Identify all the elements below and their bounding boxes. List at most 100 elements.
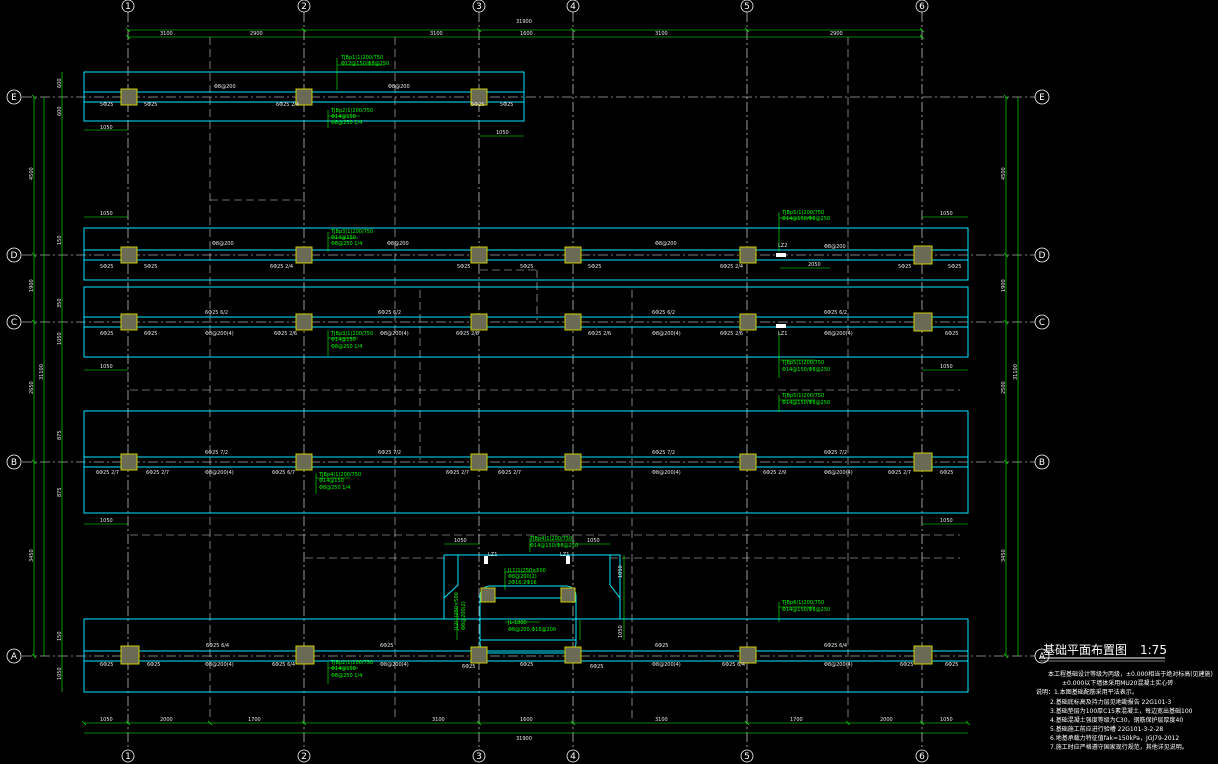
axis-label-top: 5	[744, 2, 750, 12]
column	[564, 246, 582, 264]
column	[739, 646, 757, 664]
svg-text:5Φ25: 5Φ25	[457, 264, 470, 270]
svg-text:3450: 3450	[1001, 549, 1007, 562]
note-line: 7.施工时应严格遵守国家现行规范，其他详见说明。	[1050, 743, 1188, 751]
column	[913, 645, 933, 665]
svg-text:6Φ25 2/7: 6Φ25 2/7	[498, 470, 521, 476]
markers	[484, 253, 786, 564]
svg-text:6Φ25: 6Φ25	[380, 643, 393, 649]
svg-text:1050: 1050	[940, 364, 953, 370]
columns	[120, 88, 933, 665]
svg-text:1600: 1600	[520, 31, 533, 37]
svg-text:Φ8@250 1/4: Φ8@250 1/4	[331, 241, 362, 247]
svg-text:TJBp5(1)200/750: TJBp5(1)200/750	[781, 210, 824, 216]
column	[470, 646, 488, 664]
svg-text:6Φ25 2/7: 6Φ25 2/7	[96, 470, 119, 476]
svg-text:5Φ25: 5Φ25	[471, 102, 484, 108]
svg-text:LZ1: LZ1	[488, 552, 497, 558]
svg-text:5Φ25: 5Φ25	[100, 264, 113, 270]
axis-labels: 1 2 3 4 5 6 1 2 3 4 5 6 E D C B A E D C …	[11, 2, 1046, 762]
axis-label-top: 2	[301, 2, 307, 12]
axis-label-left: C	[11, 318, 17, 328]
axis-label-top: 1	[125, 2, 131, 12]
svg-text:Φ8@200(4): Φ8@200(4)	[652, 470, 681, 476]
svg-text:6Φ25 2/6: 6Φ25 2/6	[456, 331, 479, 337]
svg-text:5Φ25: 5Φ25	[500, 102, 513, 108]
svg-text:875: 875	[57, 430, 63, 440]
axis-label-top: 6	[919, 2, 925, 12]
column	[913, 452, 933, 472]
design-notes: 本工程基础设计等级为丙级，±0.000相当于绝对标高(见建施) ±0.000以下…	[1036, 670, 1213, 751]
svg-text:6Φ25 2/7: 6Φ25 2/7	[446, 470, 469, 476]
svg-text:6Φ25: 6Φ25	[520, 662, 533, 668]
svg-text:TJBp4(1)200/750: TJBp4(1)200/750	[318, 472, 361, 478]
svg-text:6Φ25 6/4: 6Φ25 6/4	[722, 662, 745, 668]
strip-C	[83, 286, 969, 358]
svg-text:Φ14@150: Φ14@150	[331, 666, 356, 672]
svg-text:Φ8@200(4): Φ8@200(4)	[205, 662, 234, 668]
svg-text:5Φ25: 5Φ25	[948, 264, 961, 270]
svg-text:5Φ25: 5Φ25	[144, 102, 157, 108]
svg-text:Φ8@250 1/4: Φ8@250 1/4	[331, 344, 362, 350]
svg-text:4500: 4500	[29, 167, 35, 180]
svg-text:1050: 1050	[618, 565, 624, 578]
svg-text:1050: 1050	[940, 518, 953, 524]
svg-text:1050: 1050	[57, 332, 63, 345]
svg-text:Φ8@200(4): Φ8@200(4)	[205, 331, 234, 337]
svg-text:2900: 2900	[830, 31, 843, 37]
column	[295, 246, 313, 264]
svg-text:6Φ25 2/7: 6Φ25 2/7	[146, 470, 169, 476]
column	[295, 313, 313, 331]
svg-text:Φ8@200: Φ8@200	[387, 241, 409, 247]
column	[564, 453, 582, 471]
svg-text:1050: 1050	[587, 538, 600, 544]
svg-text:31900: 31900	[516, 19, 532, 25]
svg-text:Φ8@200(4): Φ8@200(4)	[380, 662, 409, 668]
dimension-lines	[31, 27, 1019, 734]
svg-text:1050: 1050	[940, 717, 953, 723]
svg-text:6Φ25: 6Φ25	[590, 664, 603, 670]
column	[470, 313, 488, 331]
svg-text:6Φ25: 6Φ25	[945, 331, 958, 337]
svg-text:Φ8@200(4): Φ8@200(4)	[380, 331, 409, 337]
svg-text:600: 600	[57, 106, 63, 116]
column	[120, 453, 138, 471]
svg-text:LZ1: LZ1	[560, 552, 569, 558]
column	[470, 246, 488, 264]
svg-text:3450: 3450	[29, 549, 35, 562]
svg-text:Φ14@150: Φ14@150	[319, 478, 344, 484]
svg-text:JL2(1)250×500: JL2(1)250×500	[454, 592, 460, 631]
svg-text:JL-1800: JL-1800	[507, 620, 527, 626]
svg-text:1050: 1050	[496, 130, 509, 136]
svg-text:2000: 2000	[880, 717, 893, 723]
svg-text:TJBp5(1)200/750: TJBp5(1)200/750	[781, 393, 824, 399]
column	[470, 88, 488, 106]
svg-text:Φ8@200: Φ8@200	[655, 241, 677, 247]
svg-text:TJBp2(1)200/750: TJBp2(1)200/750	[330, 108, 373, 114]
svg-text:Φ8@200: Φ8@200	[214, 84, 236, 90]
column	[739, 453, 757, 471]
svg-text:3100: 3100	[655, 31, 668, 37]
column	[739, 313, 757, 331]
svg-text:6Φ25 6/4: 6Φ25 6/4	[206, 643, 229, 649]
svg-text:Φ8@200(4): Φ8@200(4)	[824, 470, 853, 476]
svg-text:1050: 1050	[100, 717, 113, 723]
svg-text:6Φ25: 6Φ25	[462, 664, 475, 670]
svg-text:3100: 3100	[655, 717, 668, 723]
axis-label-bottom: 1	[125, 752, 131, 762]
svg-text:2050: 2050	[808, 262, 821, 268]
strip-E	[83, 71, 525, 122]
svg-text:Φ8@200(4): Φ8@200(4)	[205, 470, 234, 476]
svg-text:Φ14@150: Φ14@150	[331, 337, 356, 343]
svg-text:875: 875	[57, 487, 63, 497]
svg-text:1050: 1050	[100, 518, 113, 524]
svg-text:6Φ25 7/2: 6Φ25 7/2	[205, 450, 228, 456]
svg-text:3100: 3100	[432, 717, 445, 723]
svg-text:2900: 2900	[250, 31, 263, 37]
svg-text:6Φ25 2/6: 6Φ25 2/6	[720, 331, 743, 337]
svg-text:1700: 1700	[248, 717, 261, 723]
svg-text:TJBp2(1)200/750: TJBp2(1)200/750	[330, 660, 373, 666]
svg-text:6Φ25: 6Φ25	[100, 331, 113, 337]
